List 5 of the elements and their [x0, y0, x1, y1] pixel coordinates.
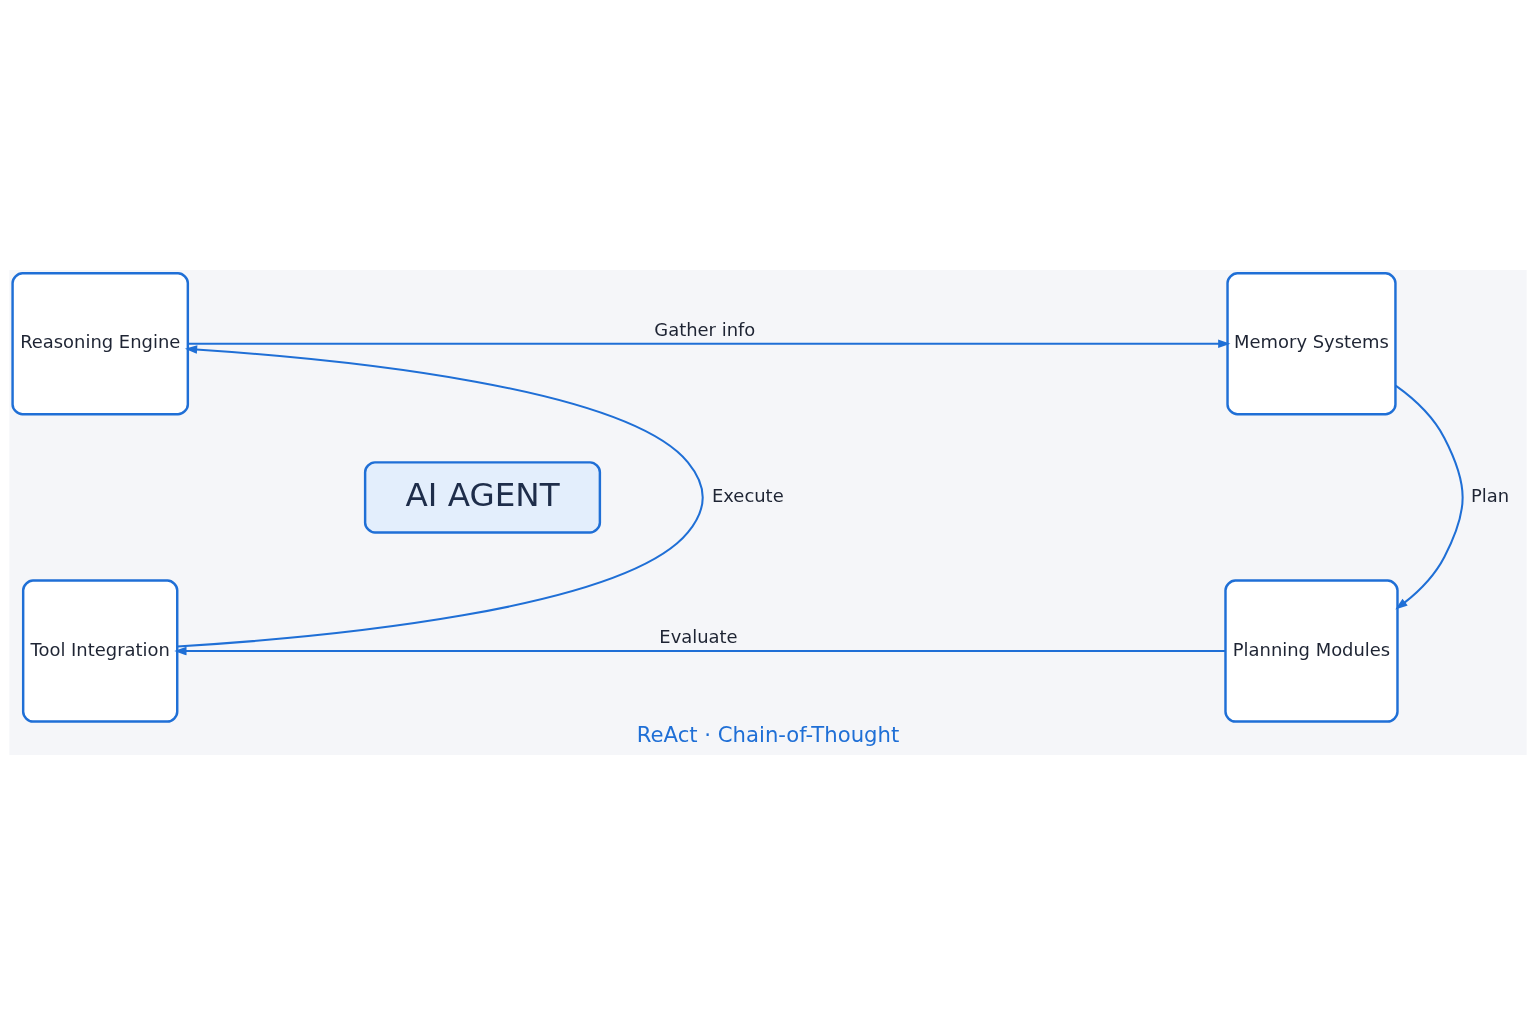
edge-label: Plan — [1470, 484, 1510, 506]
caption: ReAct · Chain-of-Thought — [636, 721, 900, 747]
edge-label: Execute — [711, 484, 784, 506]
edge-label: Gather info — [654, 318, 756, 340]
edge-label: Evaluate — [659, 625, 738, 647]
